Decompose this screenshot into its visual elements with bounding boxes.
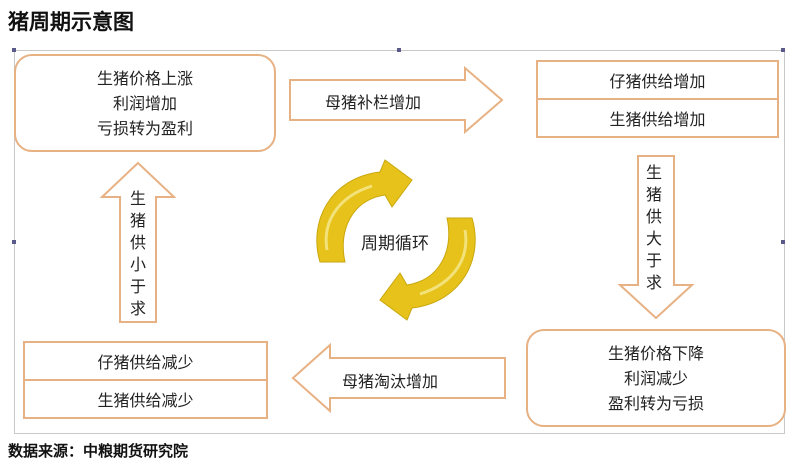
arrow-char: 于 bbox=[130, 277, 147, 296]
box-line: 亏损转为盈利 bbox=[96, 118, 193, 138]
frame-handle bbox=[12, 48, 16, 52]
box-line: 利润增加 bbox=[112, 93, 177, 113]
cycle-arrow-upper bbox=[316, 159, 413, 263]
box-cell: 仔猪供给增加 bbox=[536, 60, 779, 100]
arrow-char: 供 bbox=[646, 207, 663, 226]
frame-handle bbox=[12, 240, 16, 244]
arrow-char: 大 bbox=[646, 229, 663, 248]
arrow-left-label: 生 猪 供 小 于 求 bbox=[130, 188, 146, 320]
box-cell: 生猪供给减少 bbox=[23, 379, 268, 419]
frame-handle bbox=[397, 48, 401, 52]
arrow-char: 供 bbox=[130, 233, 147, 252]
box-cell: 生猪供给增加 bbox=[536, 98, 779, 138]
box-supply-decrease: 仔猪供给减少 生猪供给减少 bbox=[23, 341, 268, 419]
box-line: 盈利转为亏损 bbox=[607, 393, 704, 413]
box-supply-increase: 仔猪供给增加 生猪供给增加 bbox=[536, 60, 779, 138]
cycle-label: 周期循环 bbox=[361, 234, 429, 254]
box-line: 生猪价格上涨 bbox=[96, 68, 193, 88]
page-title: 猪周期示意图 bbox=[8, 10, 134, 34]
arrow-char: 猪 bbox=[646, 185, 663, 204]
box-price-fall: 生猪价格下降 利润减少 盈利转为亏损 bbox=[526, 329, 786, 427]
source-note: 数据来源：中粮期货研究院 bbox=[8, 442, 189, 460]
box-line: 生猪价格下降 bbox=[607, 343, 704, 363]
frame-handle bbox=[781, 240, 785, 244]
cycle-arrow-lower bbox=[379, 217, 476, 321]
arrow-char: 于 bbox=[646, 251, 663, 270]
arrow-left-shape bbox=[291, 342, 506, 414]
cycle-arrow-highlight bbox=[324, 184, 373, 251]
box-price-rise: 生猪价格上涨 利润增加 亏损转为盈利 bbox=[14, 54, 276, 152]
arrow-top-label: 母猪补栏增加 bbox=[325, 93, 422, 112]
arrow-char: 求 bbox=[646, 273, 663, 292]
arrow-up-shape bbox=[99, 161, 177, 323]
frame-handle bbox=[781, 48, 785, 52]
arrow-char: 求 bbox=[130, 299, 147, 318]
arrow-right-shape bbox=[289, 65, 504, 135]
arrow-bottom-label: 母猪淘汰增加 bbox=[342, 372, 439, 391]
box-line: 利润减少 bbox=[623, 368, 688, 388]
arrow-char: 小 bbox=[130, 255, 147, 274]
arrow-char: 猪 bbox=[130, 211, 147, 230]
cycle-arrow-highlight bbox=[419, 229, 468, 296]
arrow-char: 生 bbox=[130, 189, 147, 208]
arrow-right-label: 生 猪 供 大 于 求 bbox=[646, 162, 662, 294]
box-cell: 仔猪供给减少 bbox=[23, 341, 268, 381]
arrow-down-shape bbox=[617, 155, 695, 320]
arrow-char: 生 bbox=[646, 163, 663, 182]
